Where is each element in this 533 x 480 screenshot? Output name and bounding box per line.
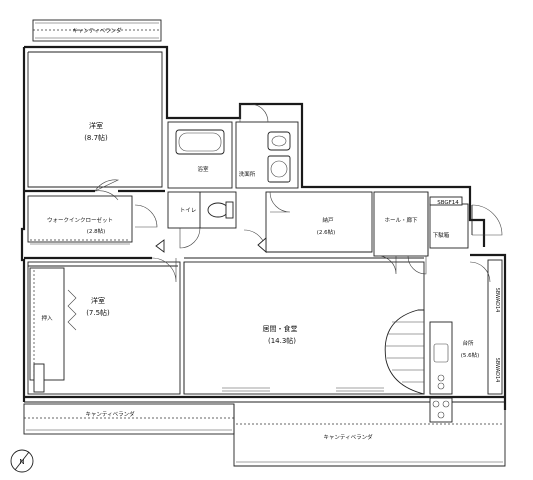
room-living-size: (14.3帖) <box>268 336 296 345</box>
room-walk-in-closet: ウォークインクローゼット (2.8帖) <box>27 195 158 245</box>
balcony-top: キャンティベランダ <box>32 19 162 42</box>
shoe-box-code: SBGF14 <box>437 200 459 206</box>
room-toilet: トイレ <box>167 191 237 249</box>
room-hall-name: ホール・廊下 <box>384 216 418 224</box>
room-kitchen-name: 台所 <box>462 339 474 347</box>
balcony-top-label: キャンティベランダ <box>72 27 122 35</box>
room-wic-name: ウォークインクローゼット <box>47 216 113 224</box>
shoe-box <box>429 196 463 206</box>
balcony-bottom-label: キャンティベランダ <box>323 433 373 441</box>
room-storage-size: (2.6帖) <box>317 228 336 236</box>
room-storage-name: 納戸 <box>322 216 334 224</box>
kitchen-curved-counter <box>384 309 425 395</box>
room-living-dining: 居間・食堂 (14.3帖) <box>183 257 425 395</box>
balcony-left-label: キャンティベランダ <box>85 410 135 418</box>
room-western-top-size: (8.7帖) <box>84 133 108 142</box>
room-western-top-name: 洋室 <box>89 121 103 130</box>
toilet-bowl <box>207 202 229 218</box>
washbasin <box>267 131 291 151</box>
room-hall: ホール・廊下 <box>373 191 429 275</box>
shoe-box-label: 下駄箱 <box>433 231 450 239</box>
room-wic-size: (2.8帖) <box>87 227 106 235</box>
balcony-left-bottom: キャンティベランダ <box>23 403 235 435</box>
room-bath: 浴室 <box>167 121 233 189</box>
room-western-bottom-name: 洋室 <box>91 296 105 305</box>
stove <box>429 397 453 423</box>
room-western-bottom: 洋室 (7.5帖) <box>24 256 181 395</box>
room-living-name: 居間・食堂 <box>263 324 298 333</box>
room-washroom: 洗面所 <box>235 103 299 189</box>
kitchen-code-2: SBWAD14 <box>494 358 500 383</box>
room-toilet-name: トイレ <box>180 208 197 214</box>
room-kitchen-size: (5.6帖) <box>461 351 480 359</box>
outer-walls <box>20 45 507 410</box>
room-closet: 押入 <box>29 267 65 393</box>
kitchen-counter <box>429 321 453 395</box>
room-western-bottom-size: (7.5帖) <box>86 308 110 317</box>
room-kitchen: 台所 (5.6帖) SBWAD14 SBWAD14 <box>384 259 503 395</box>
room-closet-name: 押入 <box>41 314 53 322</box>
room-washroom-name: 洗面所 <box>239 170 256 178</box>
room-western-top: 洋室 (8.7帖) <box>24 51 165 201</box>
kitchen-code-1: SBWAD14 <box>494 288 500 313</box>
compass: N <box>10 449 34 473</box>
compass-north-glyph: N <box>19 458 24 466</box>
door-swing <box>94 179 120 192</box>
washing-machine <box>267 155 291 183</box>
bathtub <box>175 129 225 155</box>
entrance: SBGF14 下駄箱 <box>429 196 503 249</box>
room-storage: 納戸 (2.6帖) <box>243 191 373 253</box>
compass-circle <box>10 449 34 473</box>
room-bath-name: 浴室 <box>197 165 209 173</box>
balcony-bottom: キャンティベランダ <box>233 404 506 467</box>
misc-marks <box>155 237 267 253</box>
